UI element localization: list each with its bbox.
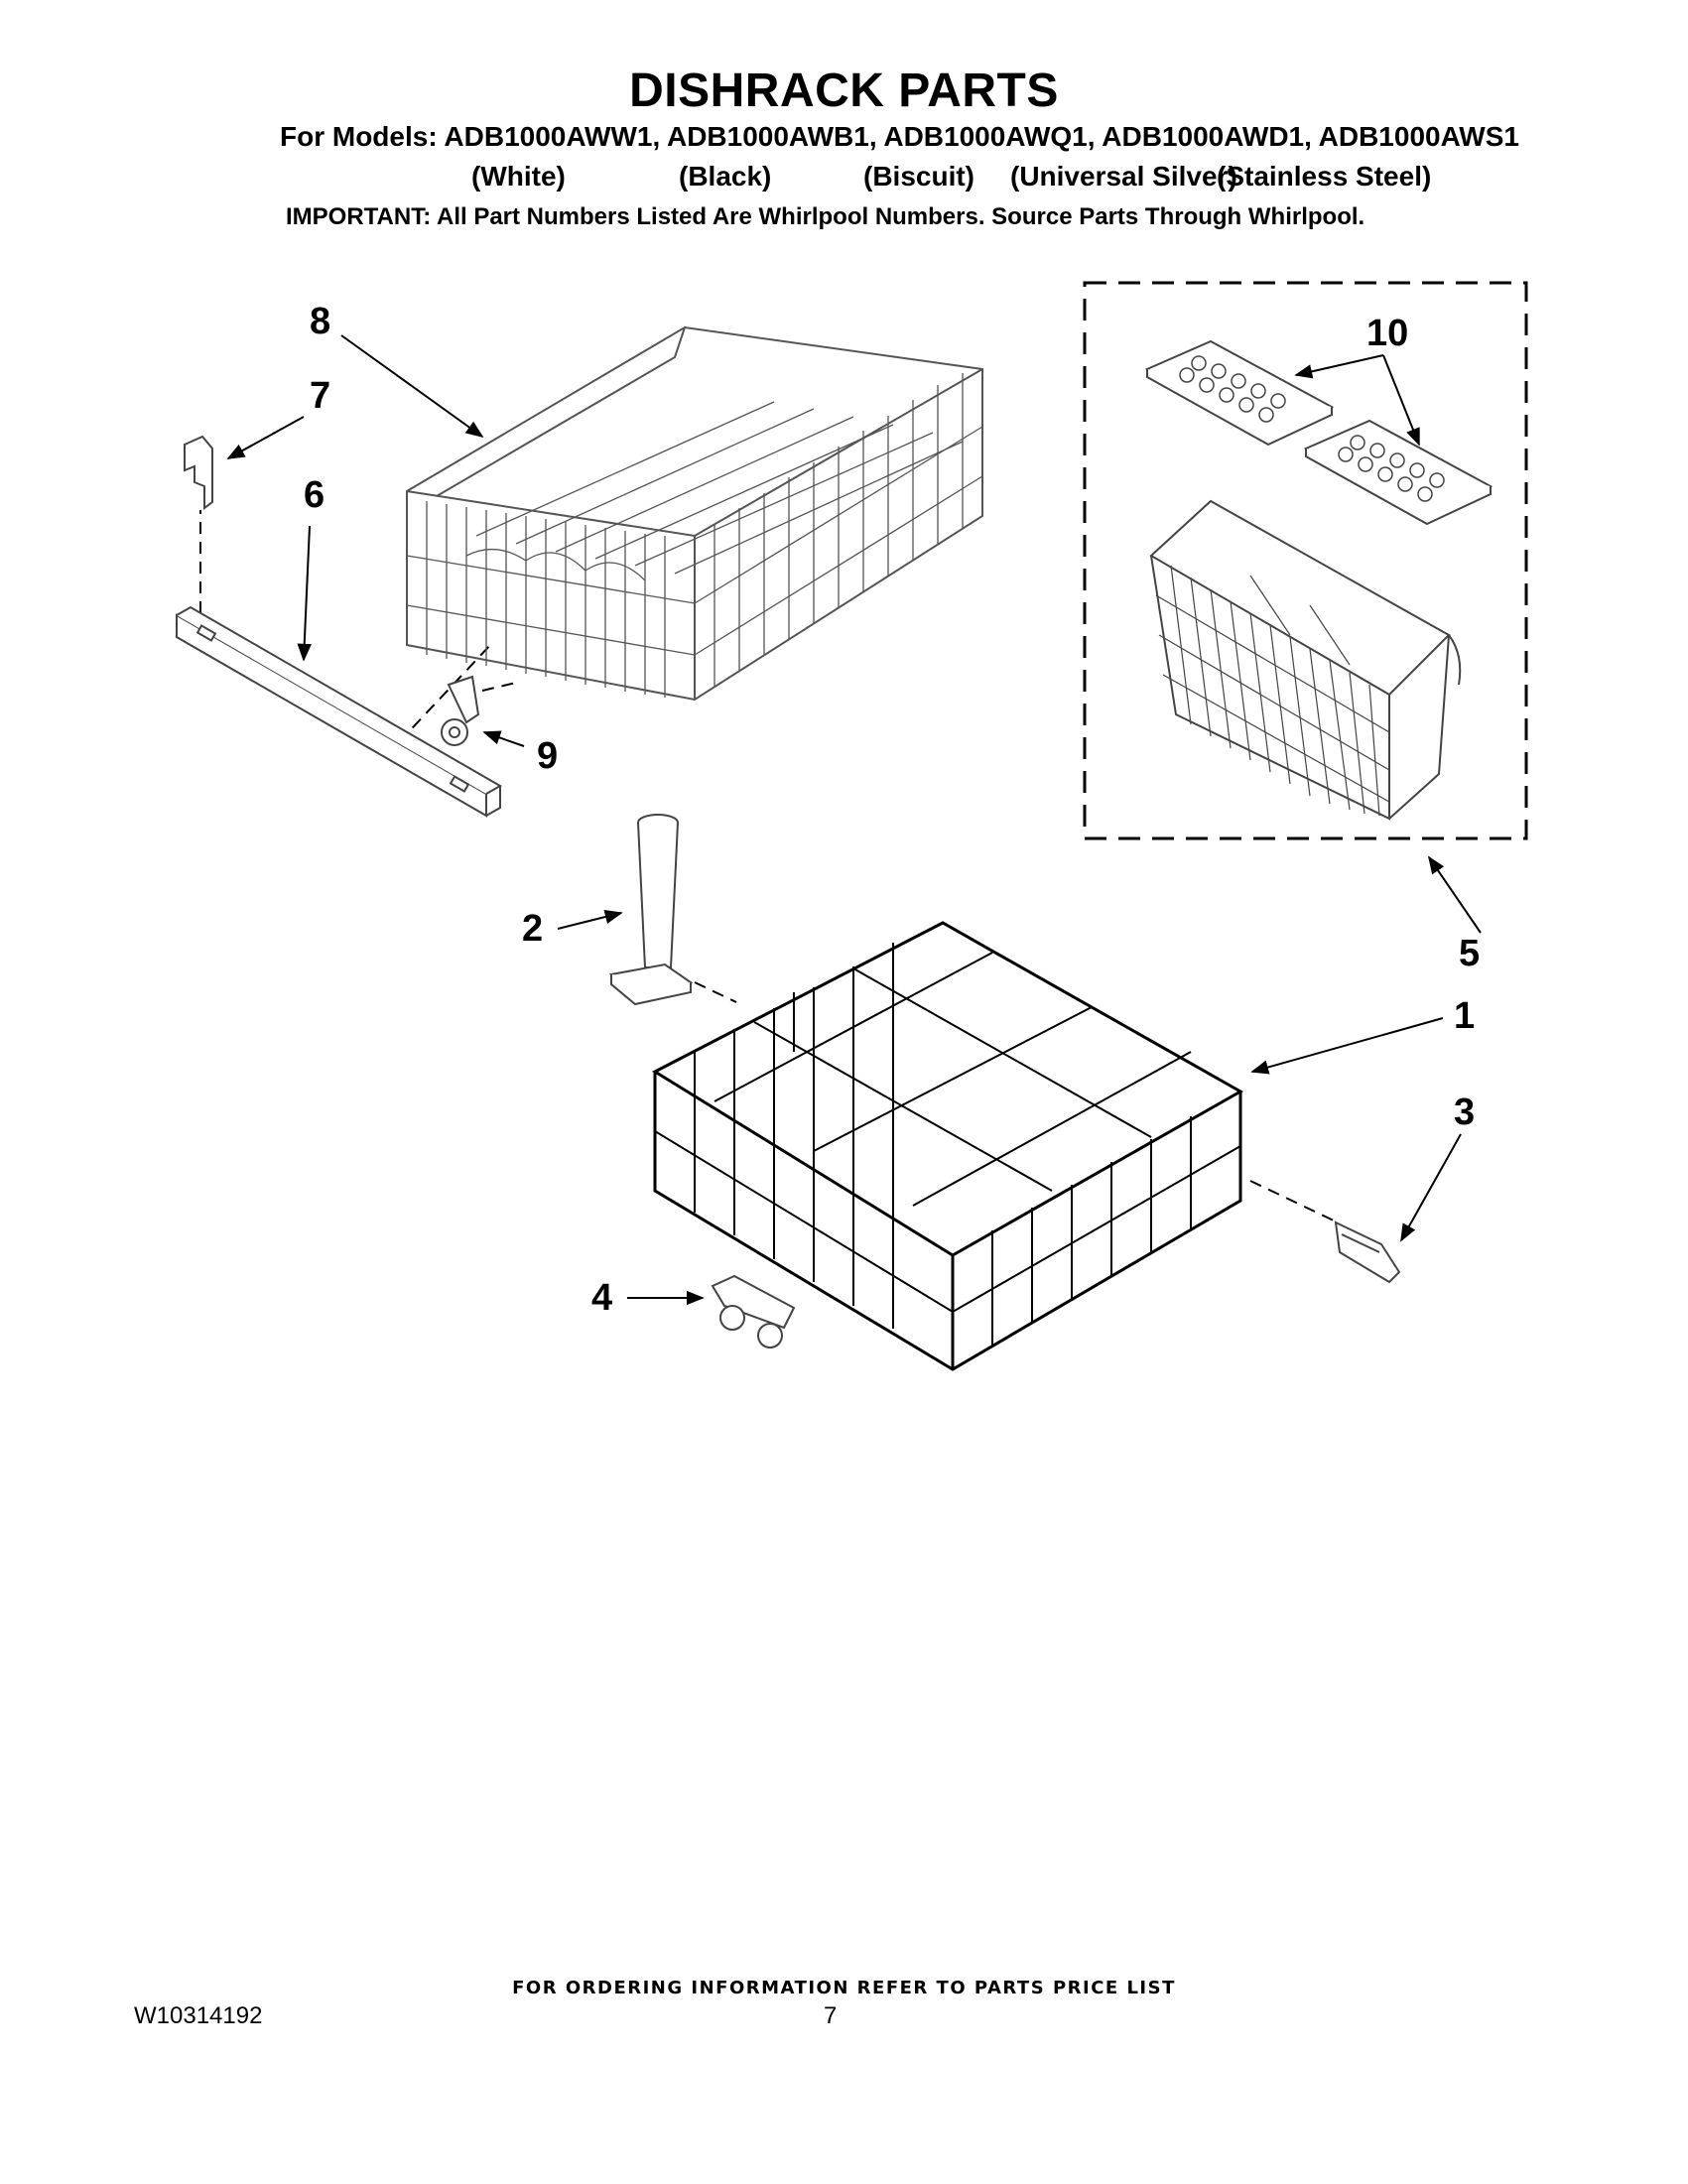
dash-connector-6-rack bbox=[398, 642, 493, 743]
leader-arrow-10b bbox=[1382, 354, 1420, 447]
callout-9: 9 bbox=[537, 735, 558, 777]
leader-arrow-5 bbox=[1427, 855, 1482, 934]
color-stainless-steel: (Stainless Steel) bbox=[1217, 161, 1432, 192]
cutlery-basket bbox=[1149, 499, 1462, 821]
color-black: (Black) bbox=[679, 161, 772, 192]
leader-arrow-6 bbox=[297, 525, 312, 662]
color-universal-silver: (Universal Silver) bbox=[1010, 161, 1237, 192]
page-number: 7 bbox=[824, 2002, 838, 2029]
model-colors: (White) (Black) (Biscuit) (Universal Sil… bbox=[0, 161, 1688, 196]
dash-connector-3 bbox=[1249, 1180, 1339, 1223]
leader-arrow-7 bbox=[226, 416, 305, 459]
lower-rack-wheel-assembly bbox=[711, 1274, 796, 1349]
callout-8: 8 bbox=[310, 301, 330, 342]
upper-rack bbox=[406, 325, 983, 702]
callout-5: 5 bbox=[1459, 933, 1480, 974]
dash-connector-9 bbox=[481, 682, 517, 692]
callout-2: 2 bbox=[522, 908, 543, 950]
callout-3: 3 bbox=[1454, 1092, 1475, 1133]
rack-stem-tube bbox=[608, 814, 694, 1006]
rack-wheel bbox=[441, 675, 480, 746]
ordering-note: FOR ORDERING INFORMATION REFER TO PARTS … bbox=[512, 1978, 1176, 1998]
models-line: For Models: ADB1000AWW1, ADB1000AWB1, AD… bbox=[280, 121, 1519, 152]
important-note: IMPORTANT: All Part Numbers Listed Are W… bbox=[286, 203, 1365, 230]
leader-arrow-8 bbox=[340, 334, 484, 439]
cutlery-basket-group-box bbox=[1083, 281, 1528, 840]
leader-arrow-3 bbox=[1400, 1133, 1462, 1242]
color-white: (White) bbox=[471, 161, 566, 192]
leader-arrow-2 bbox=[557, 909, 623, 930]
callout-10: 10 bbox=[1366, 313, 1408, 354]
leader-arrow-9 bbox=[482, 730, 525, 747]
leader-arrow-1 bbox=[1250, 1017, 1444, 1075]
basket-covers bbox=[1144, 339, 1493, 526]
callout-6: 6 bbox=[304, 474, 325, 516]
document-number: W10314192 bbox=[134, 2002, 263, 2029]
callout-7: 7 bbox=[310, 375, 330, 417]
rail-end-clip bbox=[184, 435, 213, 510]
rack-rail bbox=[176, 605, 503, 818]
callout-4: 4 bbox=[591, 1277, 612, 1319]
lower-rack-clip bbox=[1334, 1220, 1401, 1284]
callout-1: 1 bbox=[1454, 995, 1475, 1037]
color-biscuit: (Biscuit) bbox=[863, 161, 974, 192]
page-title: DISHRACK PARTS bbox=[629, 64, 1059, 117]
leader-arrow-10a bbox=[1294, 354, 1384, 379]
dash-connector-2 bbox=[694, 981, 737, 1003]
lower-rack bbox=[651, 921, 1244, 1371]
